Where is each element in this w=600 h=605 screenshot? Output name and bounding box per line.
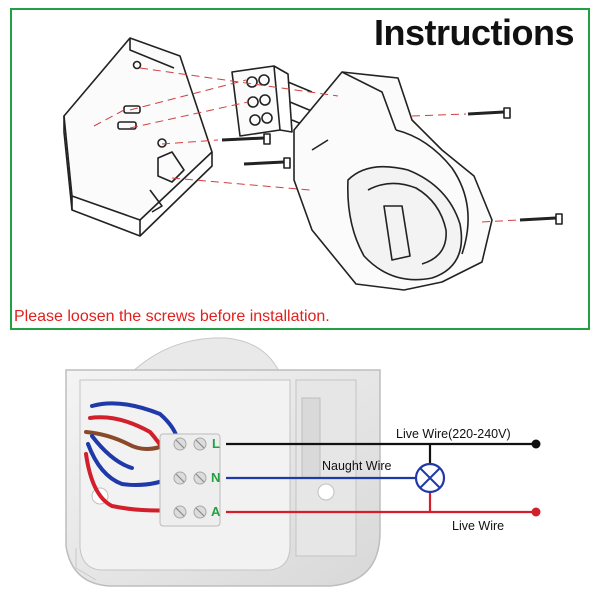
instructions-title: Instructions [373, 12, 575, 53]
instructions-panel: Instructions [10, 8, 590, 330]
screw-icon [221, 133, 271, 145]
wiring-diagram: L N A Live Wire(220-240V) Naught Wire Li… [0, 336, 600, 600]
sensor-dome [128, 337, 283, 379]
sensor-housing [293, 71, 493, 291]
exploded-assembly-drawing [63, 37, 563, 291]
mounting-base-plate [63, 37, 213, 237]
screw-icon [519, 213, 563, 225]
alignment-guides [93, 67, 519, 223]
terminal-block [159, 433, 221, 527]
terminal-label-n: N [211, 470, 220, 485]
live-endpoint [531, 507, 541, 517]
terminal-label-l: L [212, 436, 220, 451]
lamp-icon [414, 462, 446, 494]
screw-icon [467, 107, 511, 119]
sensor-housing [65, 369, 381, 587]
supply-endpoint [531, 439, 541, 449]
live-supply-label: Live Wire(220-240V) [396, 427, 511, 441]
installation-note: Please loosen the screws before installa… [14, 308, 330, 325]
terminal-label-a: A [211, 504, 221, 519]
live-output-label: Live Wire [452, 519, 504, 533]
neutral-label: Naught Wire [322, 459, 392, 473]
screw-icon [243, 157, 291, 169]
